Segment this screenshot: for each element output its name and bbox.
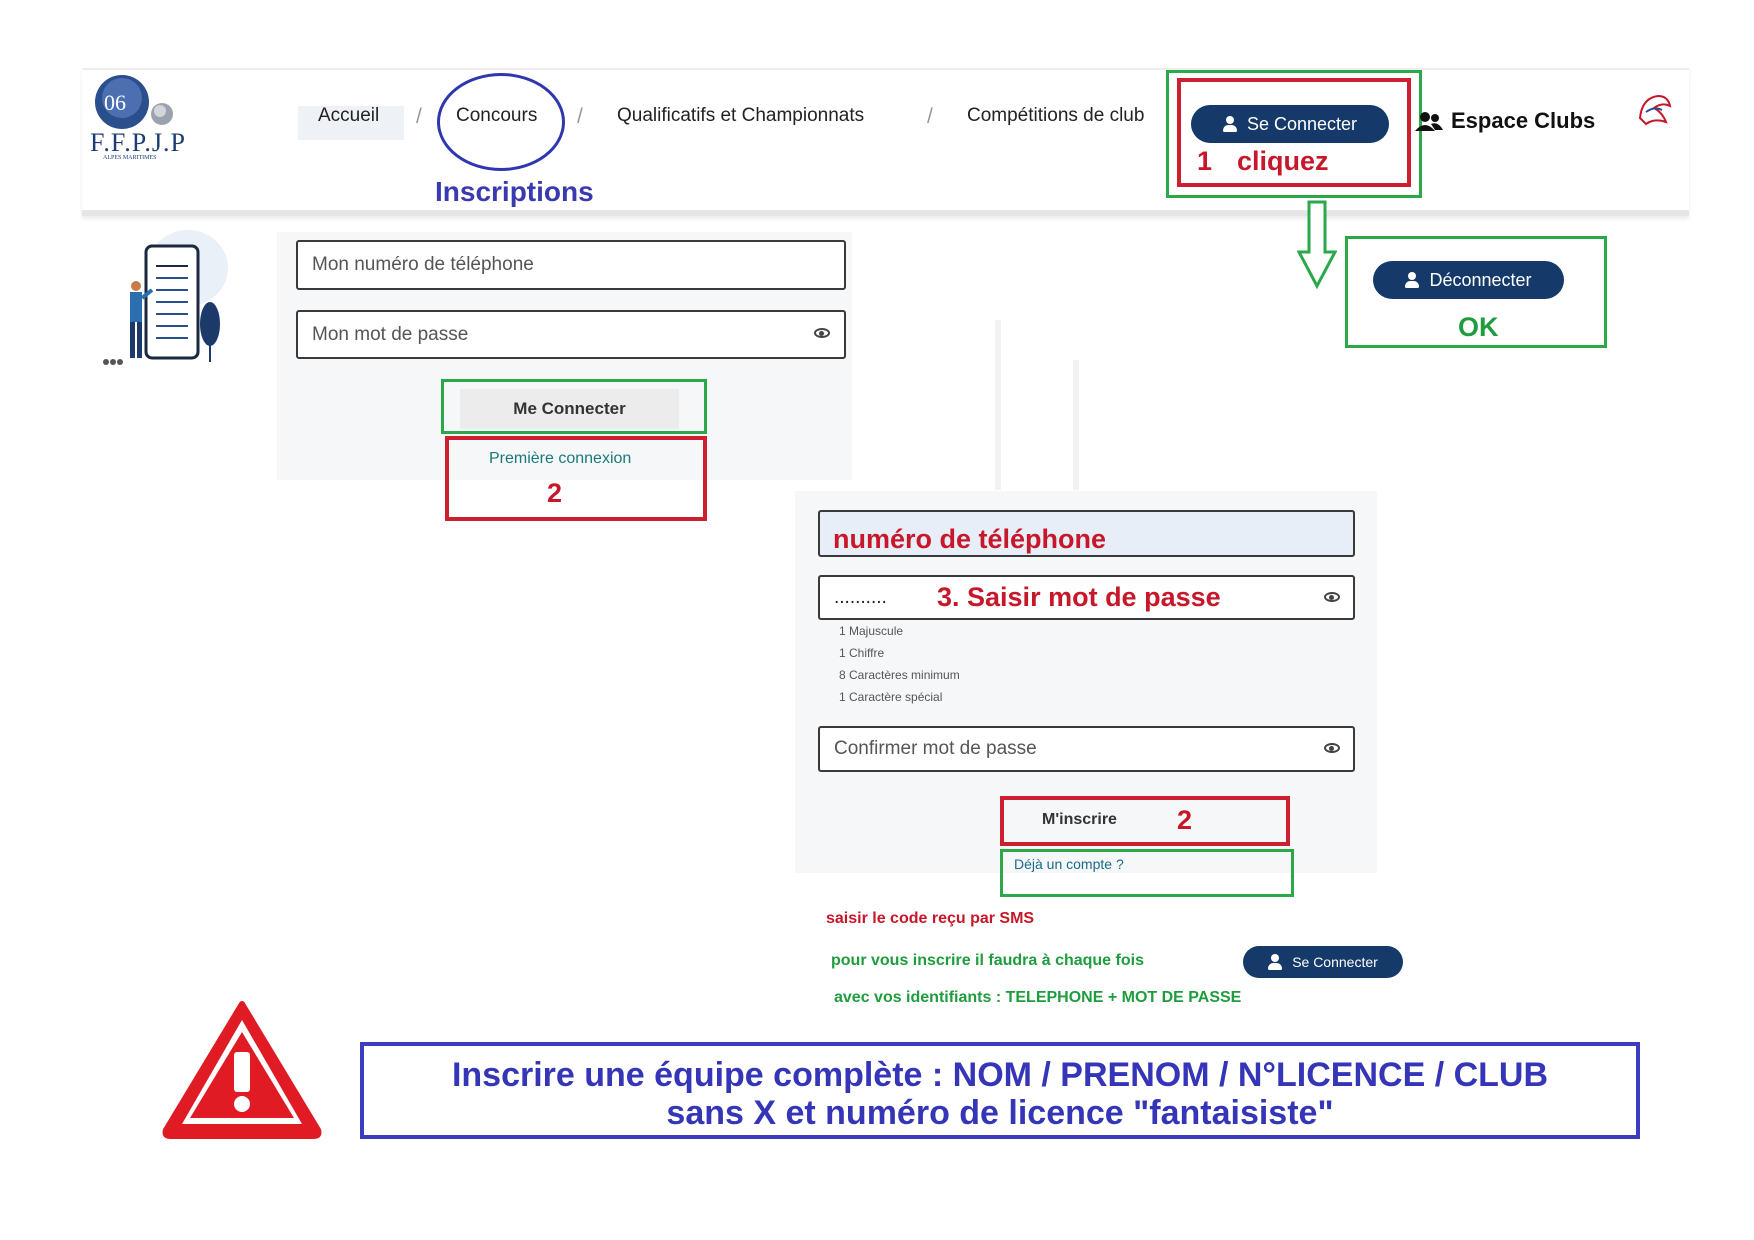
password-input[interactable]: Mon mot de passe (296, 310, 846, 359)
small-se-connecter-button[interactable]: Se Connecter (1243, 946, 1403, 978)
password-dots: .......... (834, 586, 887, 608)
eye-icon[interactable] (814, 328, 830, 338)
phone-input[interactable]: Mon numéro de téléphone (296, 240, 846, 290)
phone-placeholder: Mon numéro de téléphone (312, 254, 534, 275)
premiere-connexion-link[interactable]: Première connexion (489, 450, 632, 467)
nav-qualificatifs[interactable]: Qualificatifs et Championnats (617, 105, 865, 126)
nav-separator: / (577, 105, 583, 128)
minscrire-button[interactable]: M'inscrire (1042, 811, 1117, 828)
inscrire-red-box (1000, 796, 1290, 846)
rule-uppercase: 1 Majuscule (839, 624, 904, 638)
divider (995, 320, 1001, 490)
step1-green-box (1166, 70, 1422, 198)
users-icon (1415, 112, 1443, 131)
nav-competitions-club[interactable]: Compétitions de club (967, 105, 1145, 126)
nav-separator: / (927, 105, 933, 128)
step2b-number: 2 (1177, 805, 1193, 835)
ok-annotation: OK (1458, 312, 1499, 342)
nav-accueil[interactable]: Accueil (318, 105, 380, 126)
concours-highlight-circle (437, 73, 565, 171)
logo-subtext: ALPES MARITIMES (103, 155, 157, 161)
warning-line-2: sans X et numéro de licence "fantaisiste… (666, 1094, 1334, 1132)
step2-red-box (445, 436, 707, 521)
rooster-logo (1638, 94, 1672, 126)
signup-password-input[interactable]: .......... (818, 575, 1355, 620)
deja-un-compte-link[interactable]: Déjà un compte ? (1014, 856, 1124, 872)
svg-text:06: 06 (104, 90, 126, 115)
user-icon (1405, 272, 1420, 288)
password-placeholder: Mon mot de passe (312, 323, 469, 345)
small-se-connecter-label: Se Connecter (1292, 954, 1378, 970)
confirm-password-input[interactable]: Confirmer mot de passe (818, 726, 1355, 772)
user-icon (1268, 954, 1283, 970)
ffpjp-logo[interactable]: 06 (90, 72, 180, 164)
warning-line-1: Inscrire une équipe complète : NOM / PRE… (451, 1056, 1549, 1094)
nav-separator: / (416, 105, 422, 128)
confirm-placeholder: Confirmer mot de passe (834, 738, 1037, 759)
signup-phone-input[interactable] (818, 510, 1355, 557)
me-connecter-button[interactable]: Me Connecter (460, 389, 679, 429)
deconnecter-label: Déconnecter (1429, 269, 1532, 290)
login-green-box (441, 379, 707, 434)
step2-number: 2 (547, 478, 563, 508)
se-connecter-button[interactable]: Se Connecter (1191, 105, 1389, 143)
rule-min-length: 8 Caractères minimum (839, 668, 960, 682)
eye-icon[interactable] (1324, 592, 1340, 602)
step1-cliquez: cliquez (1237, 146, 1329, 176)
sms-note: saisir le code reçu par SMS (826, 910, 1035, 927)
ok-green-box (1345, 236, 1607, 348)
nav-home-bg (298, 106, 404, 140)
logo-text: F.F.P.J.P (90, 128, 186, 157)
down-arrow (1297, 200, 1337, 290)
phone-annotation: numéro de téléphone (833, 524, 1107, 554)
existing-account-green-box (1000, 849, 1294, 897)
divider (1073, 360, 1079, 490)
me-connecter-label: Me Connecter (513, 399, 626, 418)
warning-icon (162, 1001, 322, 1139)
eye-icon[interactable] (1324, 743, 1340, 753)
step3-annotation: 3. Saisir mot de passe (937, 582, 1221, 612)
phone-illustration (103, 230, 228, 365)
inscriptions-annotation: Inscriptions (435, 176, 594, 207)
reminder-note-2: avec vos identifiants : TELEPHONE + MOT … (834, 989, 1242, 1006)
rule-special-char: 1 Caractère spécial (839, 690, 943, 704)
step1-red-box (1177, 78, 1411, 187)
reminder-note-1: pour vous inscrire il faudra à chaque fo… (831, 952, 1144, 969)
warning-message-box: Inscrire une équipe complète : NOM / PRE… (360, 1042, 1640, 1139)
rule-digit: 1 Chiffre (839, 646, 885, 660)
se-connecter-label: Se Connecter (1246, 113, 1358, 134)
user-icon (1222, 116, 1237, 132)
espace-clubs-link[interactable]: Espace Clubs (1451, 108, 1596, 133)
deconnecter-button[interactable]: Déconnecter (1373, 261, 1564, 299)
step1-number: 1 (1197, 146, 1213, 176)
top-navbar (82, 68, 1689, 216)
